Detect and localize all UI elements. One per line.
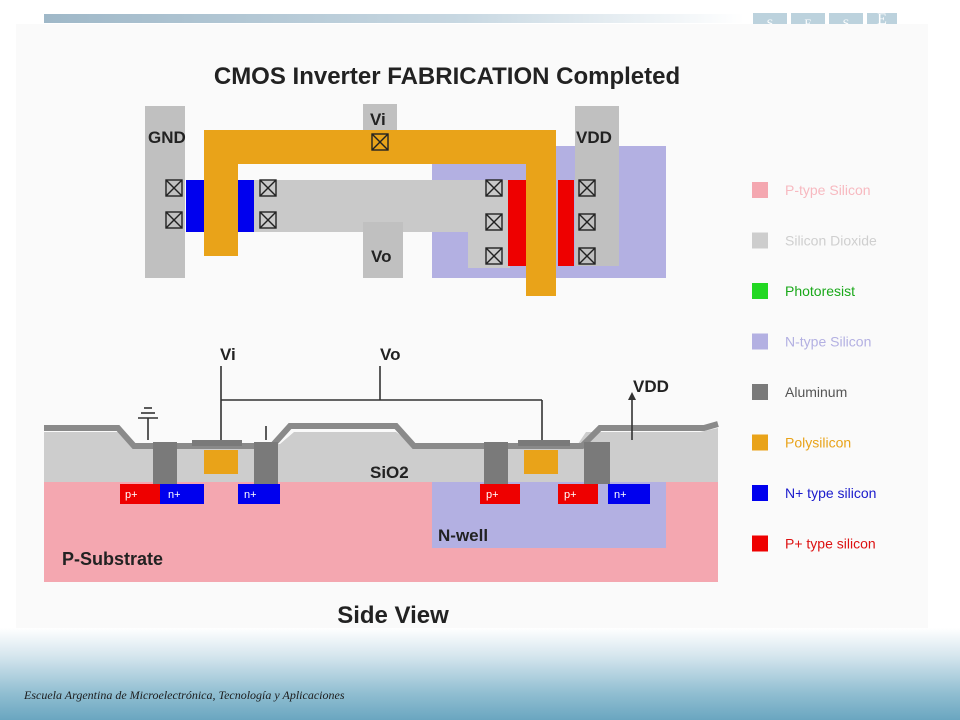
side-view-caption: Side View (337, 602, 449, 629)
footer-band (0, 628, 960, 720)
legend-label: N+ type silicon (785, 485, 876, 501)
pplus-region-top (558, 180, 574, 266)
legend-label: Aluminum (785, 384, 847, 400)
polysilicon-gate-top (204, 130, 556, 296)
nplus-diffusion (608, 484, 650, 504)
diffusion-label: p+ (486, 489, 499, 501)
aluminum-contact (484, 442, 508, 484)
legend-swatch (752, 232, 768, 249)
footer-institution-text: Escuela Argentina de Microelectrónica, T… (24, 688, 345, 702)
pplus-diffusion (480, 484, 520, 504)
legend-swatch (752, 535, 768, 552)
legend-swatch (752, 182, 768, 198)
vi-label-side: Vi (220, 345, 236, 364)
legend-label: Photoresist (785, 283, 855, 299)
vdd-arrow-icon (628, 392, 636, 400)
pplus-diffusion (558, 484, 598, 504)
aluminum-contact (153, 442, 177, 484)
nplus-diffusion (160, 484, 204, 504)
cross-section-side-view: p+ n+ n+ p+ p+ n+ Vi Vo (44, 345, 719, 582)
vo-metal-top (363, 222, 403, 278)
aluminum-contact (254, 442, 278, 484)
legend-label: P-type Silicon (785, 182, 871, 198)
vo-label-top: Vo (371, 247, 391, 266)
diffusion-label: n+ (168, 489, 181, 501)
top-decorative-bar (44, 14, 744, 23)
sio2-label: SiO2 (370, 463, 409, 482)
legend-swatch (752, 333, 768, 350)
polysilicon-gate (204, 450, 238, 474)
circuit-wiring (138, 366, 633, 440)
pplus-region-top (508, 180, 528, 266)
vdd-label-side: VDD (633, 377, 669, 396)
legend-label: Silicon Dioxide (785, 233, 877, 249)
vo-label-side: Vo (380, 345, 400, 364)
diffusion-label: n+ (614, 489, 627, 501)
vdd-label-top: VDD (576, 128, 612, 147)
vi-label-top: Vi (370, 110, 386, 129)
diffusion-label: p+ (564, 489, 577, 501)
legend-swatch (752, 485, 768, 501)
polysilicon-gate (524, 450, 558, 474)
legend-label: N-type Silicon (785, 334, 871, 350)
legend-swatch (752, 384, 768, 400)
legend-swatch (752, 434, 768, 451)
legend-swatch (752, 283, 768, 299)
p-substrate-label: P-Substrate (62, 549, 163, 569)
layout-top-view: GND Vi VDD Vo (145, 104, 666, 296)
oxide-surface-line (44, 421, 719, 449)
legend-label: P+ type silicon (785, 536, 876, 552)
diffusion-label: p+ (125, 489, 138, 501)
diagram-title: CMOS Inverter FABRICATION Completed (214, 63, 680, 90)
aluminum-contact (584, 442, 610, 484)
pplus-diffusion (120, 484, 160, 504)
nplus-region-top (238, 180, 254, 232)
nwell-label: N-well (438, 526, 488, 545)
nplus-diffusion (238, 484, 280, 504)
vdd-metal-top (575, 106, 619, 266)
diffusion-label: n+ (244, 489, 257, 501)
legend-label: Polysilicon (785, 435, 851, 451)
gnd-label: GND (148, 128, 186, 147)
nplus-region-top (186, 180, 204, 232)
